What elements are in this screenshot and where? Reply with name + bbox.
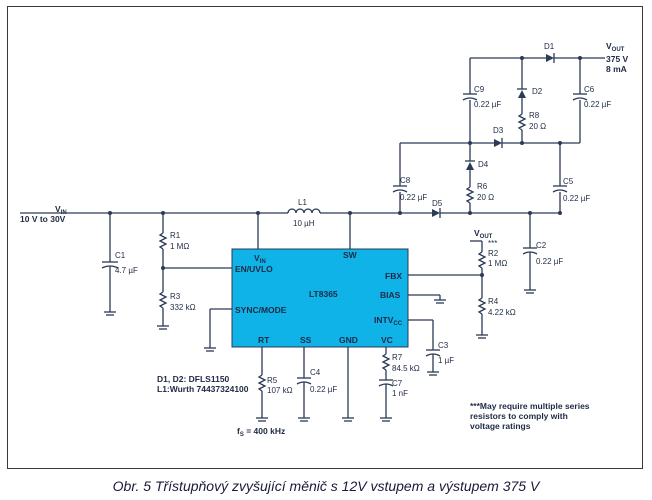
- resistor-r6: R6 20 Ω: [465, 170, 494, 213]
- svg-text:R2: R2: [488, 249, 499, 258]
- resistor-r7: R7 84.5 kΩ: [381, 347, 420, 380]
- svg-text:D5: D5: [432, 199, 443, 208]
- svg-text:R1: R1: [170, 231, 181, 240]
- svg-text:EN/UVLO: EN/UVLO: [235, 264, 273, 274]
- resistor-r4: R4 4.22 kΩ: [476, 297, 516, 339]
- svg-text:0.22 µF: 0.22 µF: [563, 194, 590, 203]
- svg-text:D1, D2: DFLS1150: D1, D2: DFLS1150: [157, 374, 230, 384]
- input-label: VIN 10 V to 30V: [20, 204, 67, 224]
- svg-text:C7: C7: [392, 379, 403, 388]
- svg-text:20 Ω: 20 Ω: [477, 193, 494, 202]
- svg-text:4.22 kΩ: 4.22 kΩ: [488, 308, 516, 317]
- svg-text:LT8365: LT8365: [309, 289, 338, 299]
- svg-text:D2: D2: [532, 87, 543, 96]
- svg-text:R6: R6: [477, 182, 488, 191]
- diode-d1: D1: [470, 42, 605, 63]
- svg-text:C3: C3: [438, 341, 449, 350]
- svg-text:RT: RT: [258, 335, 270, 345]
- svg-text:84.5 kΩ: 84.5 kΩ: [392, 364, 420, 373]
- svg-text:D4: D4: [478, 160, 489, 169]
- schematic: VIN 10 V to 30V C1 4.7 µF R1 1 MΩ R3 332…: [20, 41, 629, 438]
- notes-block: D1, D2: DFLS1150 L1:Wurth 74437324100 fS…: [157, 374, 590, 438]
- resistor-r8: R8 20 Ω: [517, 98, 546, 143]
- svg-text:375 V: 375 V: [606, 54, 629, 64]
- diode-d3: D3: [470, 126, 580, 148]
- svg-text:8 mA: 8 mA: [606, 64, 627, 74]
- svg-text:R3: R3: [170, 292, 181, 301]
- resistor-r2: *** R2 1 MΩ: [477, 239, 507, 298]
- svg-text:FBX: FBX: [385, 271, 402, 281]
- capacitor-c8: C8 0.22 µF: [392, 142, 470, 213]
- svg-text:4.7 µF: 4.7 µF: [115, 266, 138, 275]
- capacitor-c9: C9 0.22 µF: [462, 58, 501, 143]
- diode-d5: D5: [432, 199, 560, 218]
- svg-text:L1:Wurth 74437324100: L1:Wurth 74437324100: [157, 384, 249, 394]
- svg-text:voltage ratings: voltage ratings: [470, 421, 531, 431]
- svg-text:0.22 µF: 0.22 µF: [536, 257, 563, 266]
- capacitor-c7: C7 1 nF: [378, 379, 408, 422]
- svg-text:332 kΩ: 332 kΩ: [170, 303, 196, 312]
- svg-text:INTVCC: INTVCC: [374, 315, 403, 327]
- resistor-r5: R5 107 kΩ: [256, 347, 293, 422]
- svg-text:***: ***: [488, 239, 497, 248]
- diode-d4: D4: [465, 143, 489, 170]
- svg-text:R4: R4: [488, 297, 499, 306]
- svg-text:1 nF: 1 nF: [392, 389, 408, 398]
- svg-text:0.22 µF: 0.22 µF: [400, 193, 427, 202]
- capacitor-c2: C2 0.22 µF: [522, 213, 563, 294]
- svg-text:20 Ω: 20 Ω: [529, 122, 546, 131]
- svg-text:SYNC/MODE: SYNC/MODE: [235, 305, 287, 315]
- svg-text:R8: R8: [529, 111, 540, 120]
- svg-text:1 MΩ: 1 MΩ: [170, 242, 189, 251]
- capacitor-c4: C4 0.22 µF: [296, 347, 337, 422]
- capacitor-c1: C1 4.7 µF: [101, 213, 138, 316]
- svg-text:10 µH: 10 µH: [293, 219, 315, 228]
- ic-lt8365: VIN SW EN/UVLO LT8365 FBX BIAS SYNC/MODE…: [231, 213, 409, 348]
- svg-text:R5: R5: [267, 376, 278, 385]
- svg-text:BIAS: BIAS: [380, 290, 401, 300]
- output-label: VOUT 375 V 8 mA: [606, 41, 629, 74]
- capacitor-c6: C6 0.22 µF: [572, 58, 611, 143]
- svg-text:GND: GND: [339, 335, 358, 345]
- figure-caption: Obr. 5 Třístupňový zvyšující měnič s 12V…: [112, 478, 540, 494]
- svg-text:1 µF: 1 µF: [438, 356, 454, 365]
- svg-text:C2: C2: [536, 241, 547, 250]
- svg-text:R7: R7: [392, 353, 403, 362]
- svg-text:0.22 µF: 0.22 µF: [474, 100, 501, 109]
- vout-node-label: VOUT: [474, 228, 493, 240]
- capacitor-c3: C3 1 µF: [408, 319, 454, 376]
- svg-text:***May require multiple series: ***May require multiple series: [470, 401, 590, 411]
- svg-text:C4: C4: [310, 368, 321, 377]
- svg-text:SS: SS: [300, 335, 312, 345]
- svg-text:C6: C6: [584, 85, 595, 94]
- svg-text:107 kΩ: 107 kΩ: [267, 386, 293, 395]
- diode-d2: D2: [517, 58, 543, 98]
- svg-text:VIN: VIN: [254, 253, 266, 265]
- svg-text:C8: C8: [400, 176, 411, 185]
- svg-text:fS = 400 kHz: fS = 400 kHz: [237, 426, 285, 438]
- svg-text:C5: C5: [563, 177, 574, 186]
- svg-text:VOUT: VOUT: [474, 228, 493, 240]
- svg-text:0.22 µF: 0.22 µF: [310, 385, 337, 394]
- svg-text:resistors to comply with: resistors to comply with: [470, 411, 568, 421]
- svg-text:C9: C9: [474, 85, 485, 94]
- svg-text:L1: L1: [298, 198, 307, 207]
- svg-text:0.22 µF: 0.22 µF: [584, 100, 611, 109]
- svg-text:1 MΩ: 1 MΩ: [488, 259, 507, 268]
- svg-text:D1: D1: [544, 42, 555, 51]
- svg-text:VC: VC: [381, 335, 393, 345]
- schematic-frame: [7, 6, 643, 469]
- svg-text:C1: C1: [115, 251, 126, 260]
- inductor-l1: L1 10 µH: [287, 198, 432, 228]
- resistor-r3: R3 332 kΩ: [157, 291, 196, 330]
- svg-text:VOUT: VOUT: [606, 41, 625, 53]
- svg-text:10 V to 30V: 10 V to 30V: [20, 214, 66, 224]
- svg-text:D3: D3: [493, 126, 504, 135]
- capacitor-c5: C5 0.22 µF: [552, 143, 590, 213]
- resistor-r1: R1 1 MΩ: [158, 213, 189, 292]
- svg-text:SW: SW: [343, 250, 358, 260]
